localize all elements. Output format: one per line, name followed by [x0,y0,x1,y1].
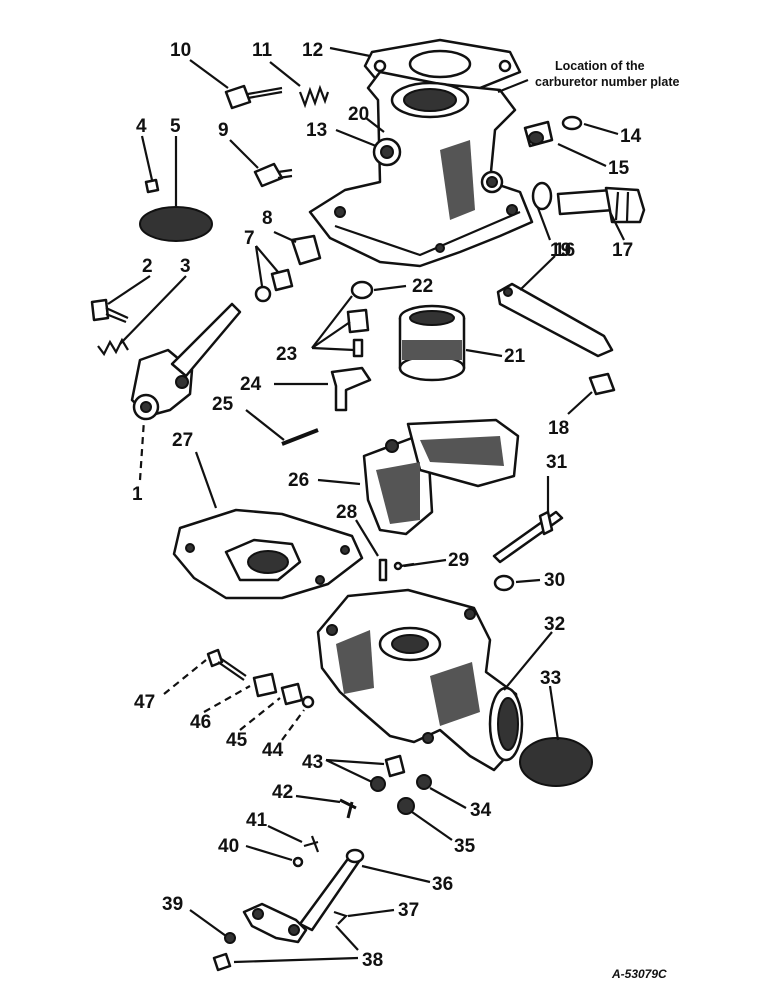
plug-16-17-parts [531,181,646,224]
callout-35: 35 [454,836,476,857]
jet-parts-22-23 [346,280,374,358]
callout-4: 4 [136,116,147,137]
callout-3: 3 [180,256,191,277]
callout-30: 30 [544,570,565,591]
callout-32: 32 [544,614,565,635]
callout-24: 24 [240,374,262,395]
callout-22: 22 [412,276,433,297]
callout-34: 34 [470,800,492,821]
small-parts-14-15 [523,115,583,148]
callout-43: 43 [302,752,323,773]
idle-screws-44-47-parts [206,648,315,709]
callout-5: 5 [170,116,181,137]
callout-40: 40 [218,836,239,857]
small-parts-28-31 [378,510,564,592]
callout-45: 45 [226,730,248,751]
venturi-21-part [398,304,466,382]
callout-41: 41 [246,810,268,831]
callout-14: 14 [620,126,642,147]
callout-27: 27 [172,430,193,451]
callout-1: 1 [132,484,143,505]
callout-47: 47 [134,692,155,713]
callout-26: 26 [288,470,309,491]
callout-7: 7 [244,228,255,249]
part-drawings [90,38,646,972]
callout-33: 33 [540,668,561,689]
bushings-7-8-parts [254,234,322,303]
callout-31: 31 [546,452,568,473]
callout-16: 16 [554,240,575,261]
callout-44: 44 [262,740,284,761]
pins-40-41-parts [292,835,320,868]
jets-34-35-42-43-parts [339,754,432,819]
choke-shaft-1-2-3-parts [90,298,242,421]
callout-42: 42 [272,782,293,803]
spring-11-part [298,84,330,109]
plate-location-note-line2: carburetor number plate [535,75,680,89]
drawing-reference-number: A-53079C [611,967,667,981]
throttle-valve-33-part [519,737,593,787]
callout-20: 20 [348,104,369,125]
callout-13: 13 [306,120,327,141]
throttle-shaft-36-39-parts [212,848,365,972]
callout-25: 25 [212,394,234,415]
leader-lines [107,46,625,964]
callout-2: 2 [142,256,153,277]
callout-39: 39 [162,894,183,915]
screw-10-part [224,84,283,110]
plate-location-note-line1: Location of the [555,59,645,73]
float-26-part [362,418,520,536]
callout-19: 19 [550,240,571,261]
callout-28: 28 [336,502,357,523]
callout-numbers: 1 2 3 4 5 7 8 9 10 11 12 13 14 15 16 17 … [132,40,642,971]
callout-15: 15 [608,158,630,179]
callout-11: 11 [252,40,273,61]
callout-23: 23 [276,344,297,365]
lever-18-19-parts [496,282,616,396]
callout-36: 36 [432,874,453,895]
callout-12: 12 [302,40,323,61]
upper-body-part [308,70,534,268]
callout-37: 37 [398,900,419,921]
callout-29: 29 [448,550,469,571]
callout-46: 46 [190,712,211,733]
callout-21: 21 [504,346,526,367]
bowl-gasket-27-part [172,508,364,600]
screw-9-part [253,162,293,188]
callout-17: 17 [612,240,633,261]
choke-valve-4-5-parts [139,178,213,242]
callout-38: 38 [362,950,383,971]
callout-8: 8 [262,208,273,229]
lower-body-32-part [316,588,524,772]
callout-18: 18 [548,418,569,439]
callout-9: 9 [218,120,229,141]
callout-10: 10 [170,40,191,61]
bracket-24-25-parts [281,366,372,446]
